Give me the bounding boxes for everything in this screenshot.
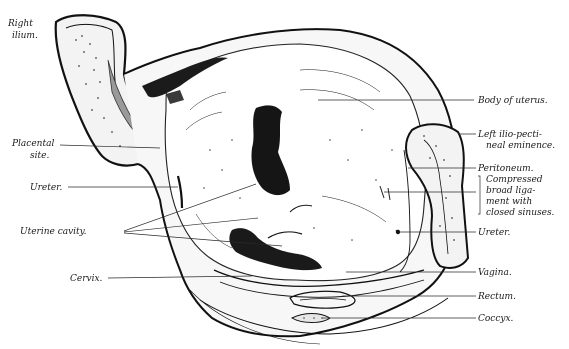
label-peritoneum: Peritoneum.: [477, 164, 534, 174]
label-left-ilio-pectineal-line1: Left ilio-pecti-: [477, 130, 542, 140]
label-ureter-left: Ureter.: [30, 183, 62, 193]
label-uterine-cavity: Uterine cavity.: [20, 227, 87, 237]
label-right-ilium-line2: ilium.: [12, 31, 38, 41]
label-vagina: Vagina.: [478, 268, 512, 278]
uterus-wall: [165, 44, 425, 281]
label-right-ilium-line1: Right: [7, 19, 33, 29]
label-compressed-line2: broad liga-: [486, 186, 535, 196]
label-left-ilio-pectineal-line2: neal eminence.: [486, 141, 555, 151]
label-compressed-line4: closed sinuses.: [486, 208, 555, 218]
label-compressed-line1: Compressed: [486, 175, 543, 185]
label-body-of-uterus: Body of uterus.: [477, 96, 548, 106]
label-rectum: Rectum.: [477, 292, 516, 302]
label-placental-site-line2: site.: [30, 151, 49, 161]
label-ureter-right: Ureter.: [478, 228, 510, 238]
label-cervix: Cervix.: [70, 274, 103, 284]
anatomy-drawing: [56, 15, 468, 344]
label-compressed-line3: ment with: [486, 197, 532, 207]
label-placental-site-line1: Placental: [11, 139, 54, 149]
label-coccyx: Coccyx.: [478, 314, 514, 324]
